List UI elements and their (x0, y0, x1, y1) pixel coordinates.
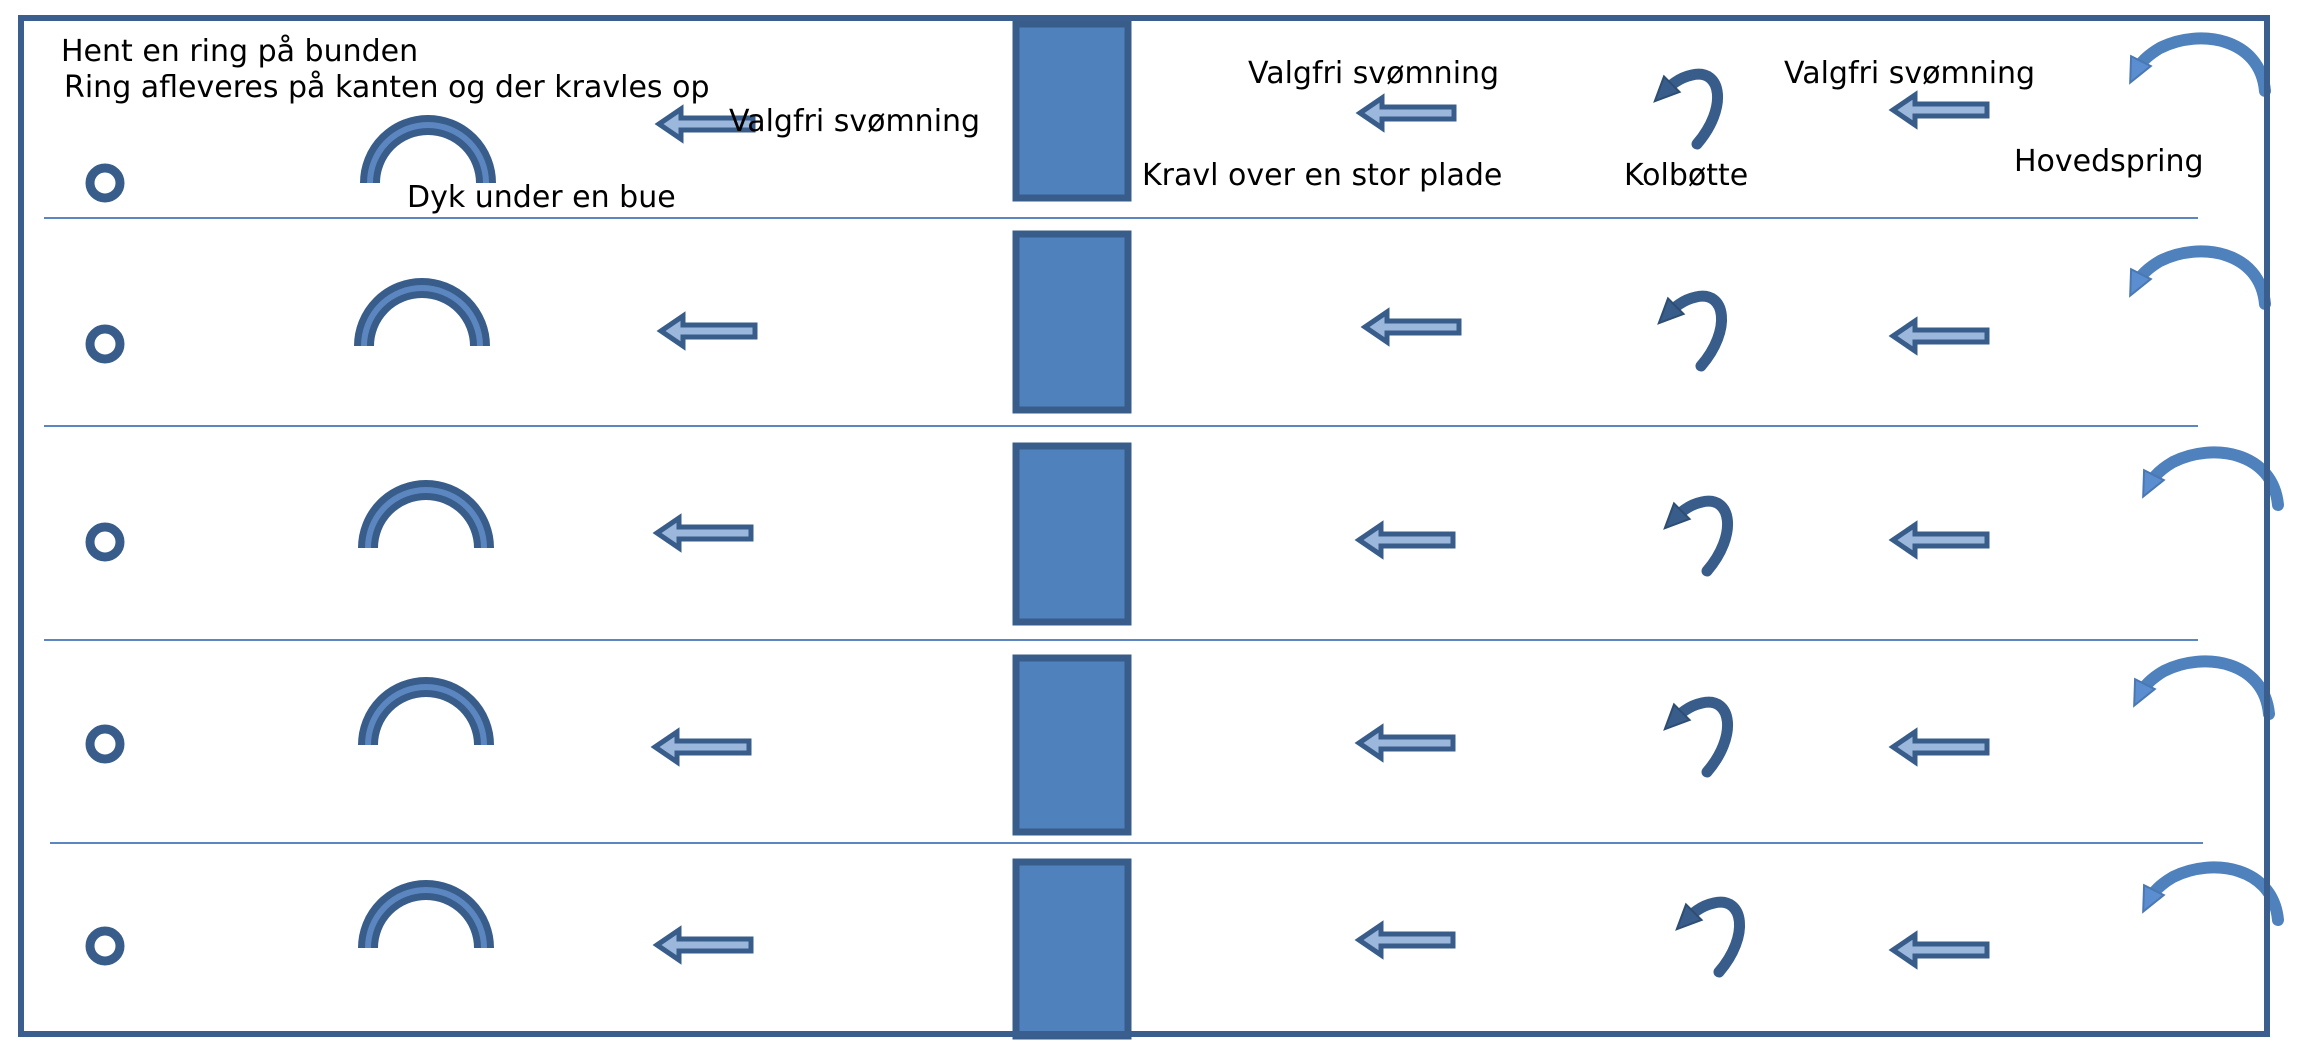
plate-icon-lane-2 (1012, 230, 1132, 414)
label-valgfri-1: Valgfri svømning (729, 104, 981, 139)
plate-icon-lane-3 (1012, 442, 1132, 626)
arrow-left-icon-lane-5-3 (1888, 930, 1990, 970)
ring-icon-lane-5 (85, 926, 125, 966)
arrow-left-icon-lane-3-2 (1354, 520, 1456, 560)
plate-icon-lane-4 (1012, 654, 1132, 836)
label-hovedspring: Hovedspring (2014, 144, 2204, 179)
arrow-left-icon-lane-5-1 (652, 925, 754, 965)
arch-highlight-lane-1 (367, 122, 489, 184)
arch-highlight-lane-4 (365, 684, 487, 746)
label-dyk-bue: Dyk under en bue (407, 180, 676, 215)
label-hent-ring: Hent en ring på bunden (61, 34, 419, 69)
arch-highlight-lane-3 (365, 487, 487, 549)
curved-arrow-icon-lane-5 (1675, 896, 1746, 978)
dive-arrow-icon-lane-4 (2133, 655, 2275, 720)
arrow-left-icon-lane-4-3 (1888, 727, 1990, 767)
ring-icon-lane-1 (85, 163, 125, 203)
pool-border (18, 15, 2270, 1037)
label-valgfri-3: Valgfri svømning (1784, 56, 2036, 91)
arrow-left-icon-lane-2-3 (1888, 316, 1990, 356)
label-ring-aflever: Ring afleveres på kanten og der kravles … (64, 70, 710, 105)
dive-arrow-icon-lane-5 (2142, 861, 2284, 926)
arch-icon-lane-2 (354, 278, 490, 347)
arrow-left-icon-lane-3-1 (652, 513, 754, 553)
arch-icon-lane-1 (360, 115, 496, 184)
arch-highlight-lane-2 (361, 285, 483, 347)
plate-icon-lane-1 (1012, 20, 1132, 202)
arch-highlight-lane-5 (365, 887, 487, 949)
arch-icon-lane-5 (358, 880, 494, 949)
plate-icon-lane-5 (1012, 858, 1132, 1040)
curved-arrow-icon-lane-1 (1653, 68, 1724, 150)
label-kravl-plade: Kravl over en stor plade (1142, 158, 1503, 193)
curved-arrow-icon-lane-3 (1663, 495, 1734, 577)
dive-arrow-icon-lane-1 (2129, 32, 2271, 97)
dive-arrow-icon-lane-2 (2129, 245, 2271, 310)
curved-arrow-icon-lane-2 (1657, 290, 1728, 372)
arrow-left-icon-lane-4-2 (1354, 723, 1456, 763)
ring-icon-lane-2 (85, 324, 125, 364)
arrow-left-icon-lane-5-2 (1354, 920, 1456, 960)
arrow-left-icon-lane-1-1 (654, 104, 756, 144)
arch-icon-lane-4 (358, 677, 494, 746)
arrow-left-icon-lane-2-1 (656, 311, 758, 351)
arrow-left-icon-lane-3-3 (1888, 520, 1990, 560)
arch-icon-lane-3 (358, 480, 494, 549)
ring-icon-lane-3 (85, 522, 125, 562)
lane-lines (44, 217, 2203, 844)
label-valgfri-2: Valgfri svømning (1248, 56, 1500, 91)
arrow-left-icon-lane-2-2 (1360, 307, 1462, 347)
label-kolbotte: Kolbøtte (1624, 158, 1749, 193)
arrow-left-icon-lane-1-3 (1888, 90, 1990, 130)
dive-arrow-icon-lane-3 (2142, 446, 2284, 511)
arrow-left-icon-lane-4-1 (650, 727, 752, 767)
station-icons (85, 20, 2284, 1040)
curved-arrow-icon-lane-4 (1663, 696, 1734, 778)
arrow-left-icon-lane-1-2 (1355, 93, 1457, 133)
ring-icon-lane-4 (85, 724, 125, 764)
